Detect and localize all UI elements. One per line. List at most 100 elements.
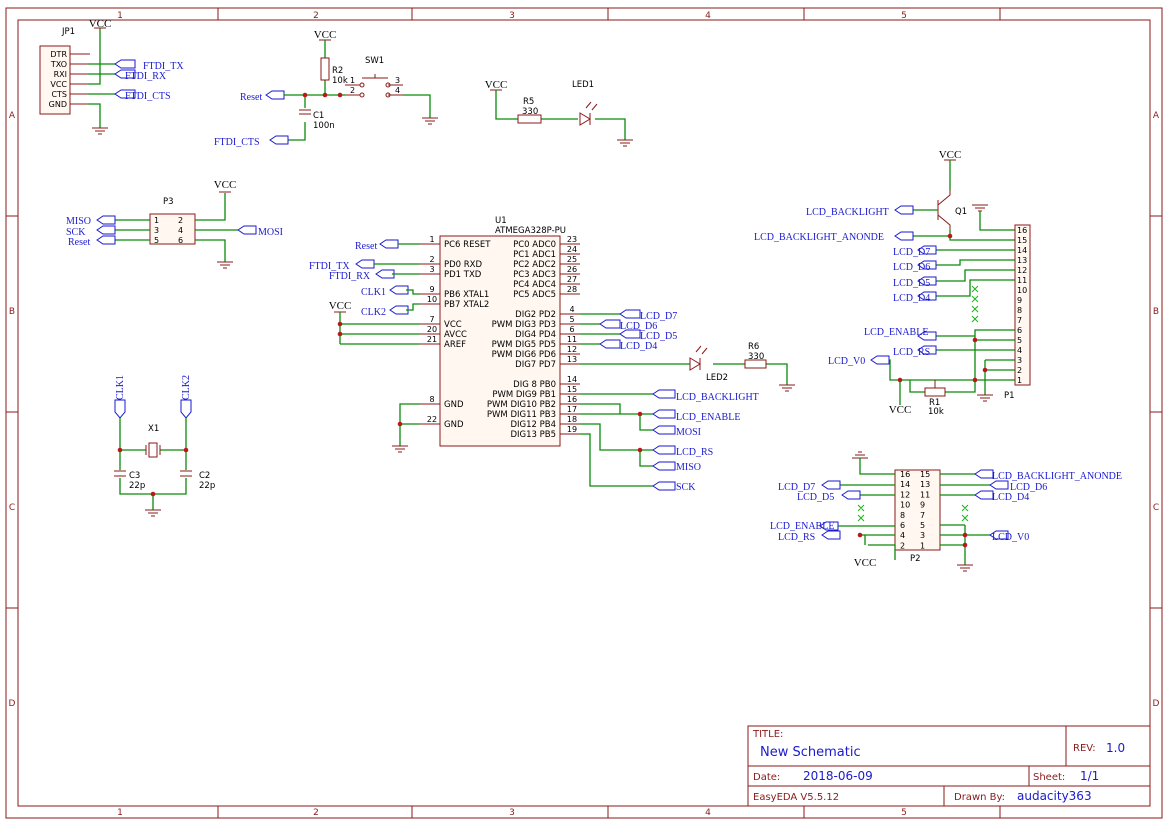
u1-pin-name-24: PC1 ADC1: [513, 250, 556, 260]
net-lcd-d4-p2: LCD_D4: [992, 492, 1029, 503]
r2-ref: R2: [332, 66, 343, 76]
net-lcd-rs-p2: LCD_RS: [778, 532, 815, 543]
r1-vcc-label: VCC: [889, 404, 912, 416]
net-lcd-backlight-anonde-p2: LCD_BACKLIGHT_ANONDE: [992, 471, 1122, 482]
p1-pin-3: 3: [1017, 356, 1022, 365]
u1-pin-num-16: 16: [567, 395, 577, 404]
u1-pin-num-1: 1: [429, 235, 434, 244]
jp1-pin-dtr: DTR: [50, 50, 67, 59]
p1-ref: P1: [1004, 391, 1015, 401]
u1-pin-num-10: 10: [427, 295, 437, 304]
r6-value: 330: [748, 352, 764, 362]
x1-crystal[interactable]: [145, 445, 161, 455]
p2-pin-2: 2: [900, 541, 905, 550]
u1-pin-name-7: VCC: [444, 320, 462, 330]
p2-pin-16: 16: [900, 470, 910, 479]
u1-pin-name-25: PC2 ADC2: [513, 260, 556, 270]
q1-transistor[interactable]: [937, 190, 951, 230]
u1-pin-num-13: 13: [567, 355, 577, 364]
c2-capacitor[interactable]: [180, 470, 192, 477]
r2-resistor[interactable]: [320, 57, 330, 81]
u1-ref: U1: [495, 216, 507, 226]
r5-value: 330: [522, 107, 538, 117]
p2-vcc-label: VCC: [854, 557, 877, 569]
net-lcd-d6-p2: LCD_D6: [1010, 482, 1047, 493]
date-value: 2018-06-09: [803, 769, 873, 783]
q1-ref: Q1: [955, 207, 967, 217]
u1-pin-name-27: PC4 ADC4: [513, 280, 556, 290]
u1-pin-num-15: 15: [567, 385, 577, 394]
u1-pin-name-12: PWM DIG6 PD6: [492, 350, 556, 360]
u1-pin-name-10: PB7 XTAL2: [444, 300, 489, 310]
sw1-switch[interactable]: [345, 74, 403, 96]
r5-resistor[interactable]: [517, 114, 542, 124]
jp1-pin-txo: TXO: [50, 60, 67, 69]
p2-pin-5: 5: [920, 521, 925, 530]
p1-pin-5: 5: [1017, 336, 1022, 345]
sw1-ref: SW1: [365, 56, 384, 66]
net-reset-u1: Reset: [355, 241, 377, 252]
net-lcd-backlight-u1: LCD_BACKLIGHT: [676, 392, 759, 403]
jp1-ftdi-header[interactable]: JP1 DTR TXO RXI VCC CTS GND VCC FTDI_TX …: [39, 18, 184, 135]
p2-pin-15: 15: [920, 470, 930, 479]
net-lcd-backlight-q1: LCD_BACKLIGHT: [806, 207, 889, 218]
u1-pin-name-8: GND: [444, 400, 464, 410]
zone-row-a-left: A: [9, 111, 16, 121]
net-lcd-rs-p1: LCD_RS: [893, 347, 930, 358]
c1-capacitor[interactable]: [299, 109, 311, 115]
p2-pin-11: 11: [920, 490, 930, 499]
zone-col-1-top: 1: [117, 11, 123, 21]
p3-vcc-label: VCC: [214, 179, 237, 191]
p3-pin-5: 5: [154, 236, 159, 245]
zone-col-3-top: 3: [509, 11, 515, 21]
c3-capacitor[interactable]: [114, 470, 126, 477]
jp1-ref: JP1: [61, 27, 75, 37]
p3-pin-2: 2: [178, 216, 183, 225]
p2-pin-8: 8: [900, 511, 905, 520]
r6-resistor[interactable]: [744, 359, 767, 369]
p1-lcd-header[interactable]: VCC Q1 LCD_BACKLIGHT LCD_BACKLIGHT_ANOND…: [754, 149, 1031, 417]
u1-pin-name-14: DIG 8 PB0: [513, 380, 556, 390]
p3-pin-6: 6: [178, 236, 183, 245]
sw1-pin-2: 2: [350, 86, 355, 95]
reset-circuit[interactable]: VCC R2 10k Reset C1 100n FTDI_CTS SW1 1 …: [214, 29, 438, 148]
u1-pin-num-26: 26: [567, 265, 577, 274]
title-value: New Schematic: [760, 745, 861, 760]
q1-vcc-label: VCC: [939, 149, 962, 161]
net-lcd-d4-p1: LCD_D4: [893, 293, 930, 304]
zone-row-b-left: B: [9, 307, 15, 317]
u1-pin-name-3: PD1 TXD: [444, 270, 482, 280]
led1-indicator[interactable]: VCC R5 330 LED1: [485, 79, 633, 147]
u1-pin-num-4: 4: [569, 305, 574, 314]
u1-pin-name-6: DIG4 PD4: [515, 330, 556, 340]
zone-row-d-left: D: [9, 699, 16, 709]
zone-row-a-right: A: [1153, 111, 1160, 121]
crystal-circuit[interactable]: CLK1 CLK2 X1 C3 22p C2 22p: [114, 375, 215, 517]
r1-potentiometer[interactable]: [924, 387, 946, 397]
p2-pin-1: 1: [920, 541, 925, 550]
net-lcd-backlight-anonde-q1: LCD_BACKLIGHT_ANONDE: [754, 232, 884, 243]
p1-pin-6: 6: [1017, 326, 1022, 335]
p2-pin-4: 4: [900, 531, 905, 540]
net-lcd-d4-u1: LCD_D4: [620, 341, 657, 352]
p1-pin-2: 2: [1017, 366, 1022, 375]
u1-pin-name-19: DIG13 PB5: [510, 430, 556, 440]
net-lcd-enable-p1: LCD_ENABLE: [864, 327, 928, 338]
zone-row-b-right: B: [1153, 307, 1159, 317]
p1-pin-1: 1: [1017, 376, 1022, 385]
jp1-pin-gnd: GND: [49, 100, 67, 109]
c3-value: 22p: [129, 481, 145, 491]
p2-pin-14: 14: [900, 480, 910, 489]
u1-pin-name-13: DIG7 PD7: [515, 360, 556, 370]
u1-part: ATMEGA328P-PU: [495, 226, 566, 236]
jp1-vcc-label: VCC: [89, 18, 112, 30]
net-lcd-d6-p1: LCD_D6: [893, 262, 930, 273]
c2-ref: C2: [199, 471, 210, 481]
zone-col-4-top: 4: [705, 11, 711, 21]
tool-version: EasyEDA V5.5.12: [753, 792, 839, 803]
net-ftdi-tx-jp1: FTDI_TX: [143, 61, 184, 72]
p3-isp-header[interactable]: P3 1 2 3 4 5 6 VCC MISO SCK Reset MOSI: [66, 179, 283, 269]
